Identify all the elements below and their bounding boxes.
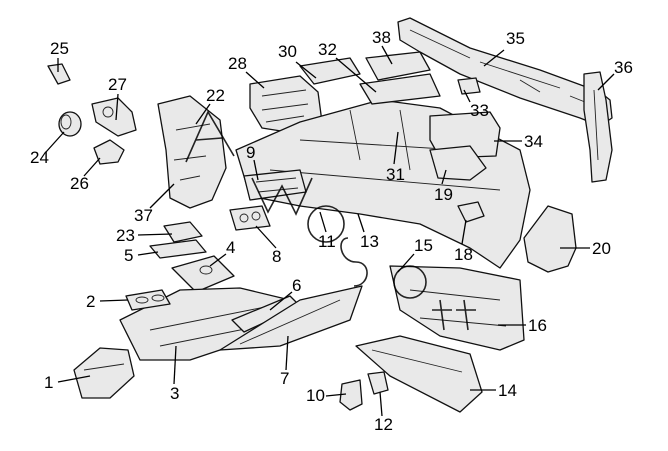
- part-23-tray: [163, 221, 203, 243]
- callout-leader-8: [255, 225, 277, 249]
- callout-label-35: 35: [506, 29, 525, 48]
- callout-label-24: 24: [30, 148, 49, 167]
- callout-leader-33: [463, 89, 471, 103]
- callout-leader-6: [269, 291, 293, 311]
- callout-leader-3: [173, 345, 177, 385]
- callout-label-12: 12: [374, 415, 393, 434]
- callout-leader-5: [137, 251, 159, 256]
- part-7-side-trim: [219, 285, 363, 351]
- callout-label-25: 25: [50, 39, 69, 58]
- part-33-module: [457, 77, 481, 95]
- callout-label-32: 32: [318, 40, 337, 59]
- callout-label-30: 30: [278, 42, 297, 61]
- callout-label-11: 11: [318, 232, 336, 251]
- callout-leader-13: [357, 213, 365, 233]
- callout-leader-28: [245, 71, 265, 89]
- callout-leader-37: [149, 183, 175, 209]
- callout-label-26: 26: [70, 174, 89, 193]
- callout-label-15: 15: [414, 236, 433, 255]
- callout-leader-2: [99, 299, 129, 302]
- callout-label-18: 18: [454, 245, 473, 264]
- callout-label-34: 34: [524, 132, 543, 151]
- callout-label-38: 38: [372, 28, 391, 47]
- callout-leader-4: [209, 253, 227, 267]
- part-36-bracket: [583, 71, 613, 183]
- part-19-bracket: [429, 145, 487, 181]
- part-2-cup-holder: [125, 289, 171, 311]
- callout-label-1: 1: [44, 373, 53, 392]
- part-4-shifter-panel: [171, 255, 235, 293]
- part-14-glove-box: [355, 335, 483, 413]
- callout-label-33: 33: [470, 101, 489, 120]
- part-34-module: [429, 111, 501, 159]
- callout-leader-36: [597, 73, 615, 91]
- part-20-end-cap: [523, 205, 577, 273]
- watermark-logo: [185, 110, 476, 331]
- callout-leader-30: [295, 61, 317, 79]
- callout-label-31: 31: [386, 165, 405, 184]
- callout-label-13: 13: [360, 232, 379, 251]
- part-16-lower-panel: [389, 265, 525, 351]
- callout-label-16: 16: [528, 316, 547, 335]
- callout-leader-1: [57, 375, 91, 383]
- callout-label-7: 7: [280, 369, 289, 388]
- callout-label-36: 36: [614, 58, 633, 77]
- part-25-clip: [47, 63, 71, 85]
- callout-label-37: 37: [134, 206, 153, 225]
- callout-leader-10: [325, 393, 347, 397]
- part-32-38-top-panels: [359, 51, 441, 105]
- callout-leader-32: [335, 57, 377, 93]
- part-5-tray: [149, 239, 207, 259]
- callout-label-5: 5: [124, 246, 133, 265]
- part-26-switch: [93, 139, 125, 165]
- part-28-vent: [249, 75, 323, 135]
- callout-label-23: 23: [116, 226, 135, 245]
- callout-leader-11: [319, 211, 327, 233]
- callout-leader-23: [137, 233, 173, 236]
- callout-leader-31: [393, 131, 399, 165]
- part-8-switch-block: [229, 205, 271, 231]
- callout-label-10: 10: [306, 386, 325, 405]
- part-22-37-side-panel: [157, 95, 227, 209]
- callout-leader-7: [285, 335, 289, 371]
- callout-leader-18: [461, 219, 467, 245]
- callout-leader-38: [381, 45, 393, 65]
- callout-leader-12: [379, 391, 383, 417]
- callout-leader-27: [115, 93, 119, 121]
- callout-leader-15: [397, 253, 415, 273]
- callout-label-9: 9: [246, 143, 255, 162]
- callout-label-22: 22: [206, 86, 225, 105]
- part-18-switch: [457, 201, 485, 223]
- callout-label-28: 28: [228, 54, 247, 73]
- part-27-bracket: [91, 97, 137, 137]
- callout-label-2: 2: [86, 292, 95, 311]
- callout-label-4: 4: [226, 238, 235, 257]
- callout-labels: 1234567891011121314151618192022232425262…: [30, 28, 633, 434]
- callout-leader-9: [253, 159, 259, 181]
- callout-label-6: 6: [292, 276, 301, 295]
- callout-label-27: 27: [108, 75, 127, 94]
- callout-leader-22: [195, 103, 211, 125]
- callout-label-19: 19: [434, 185, 453, 204]
- callout-label-14: 14: [498, 381, 517, 400]
- callout-leader-19: [441, 169, 447, 185]
- callout-leader-26: [83, 157, 101, 177]
- callout-label-3: 3: [170, 384, 179, 403]
- callout-label-20: 20: [592, 239, 611, 258]
- callout-label-8: 8: [272, 247, 281, 266]
- callout-leader-24: [45, 131, 65, 153]
- callout-leader-35: [483, 49, 505, 67]
- part-10-key: [339, 379, 363, 411]
- part-24-knob: [58, 111, 82, 137]
- part-12-lock: [367, 371, 389, 395]
- part-1-armrest: [73, 347, 135, 399]
